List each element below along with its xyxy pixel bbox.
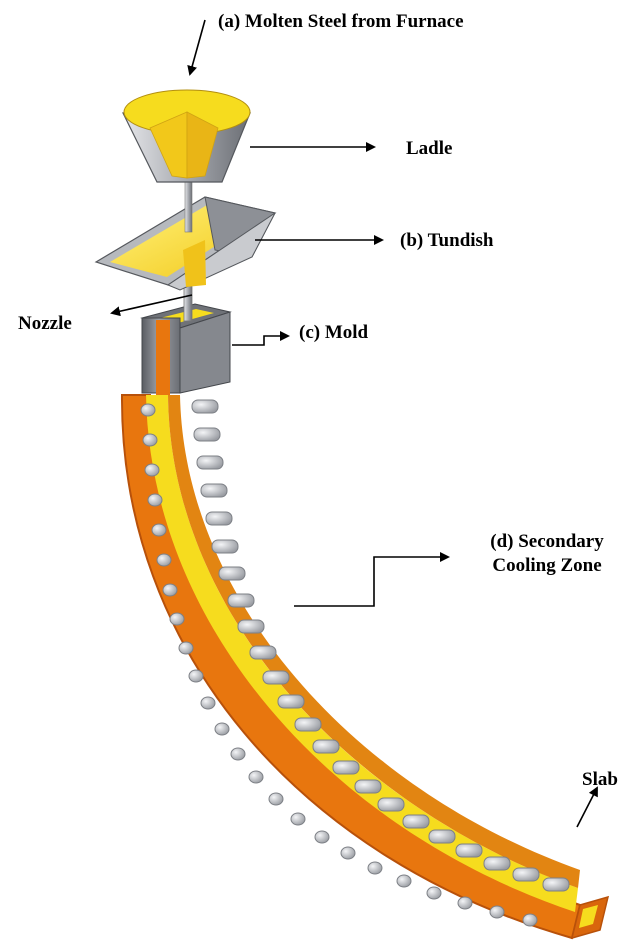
roller <box>163 584 177 596</box>
mold-arrow <box>232 336 288 345</box>
roller <box>179 642 193 654</box>
roller <box>295 718 321 731</box>
secondary-cooling-arrow <box>294 557 448 606</box>
molten-steel-arrow <box>190 20 205 74</box>
molten-steel-label: (a) Molten Steel from Furnace <box>218 10 464 34</box>
roller <box>427 887 441 899</box>
roller <box>456 844 482 857</box>
roller <box>212 540 238 553</box>
ladle-label: Ladle <box>406 137 452 161</box>
roller <box>397 875 411 887</box>
roller <box>355 780 381 793</box>
roller <box>141 404 155 416</box>
roller <box>263 671 289 684</box>
mold-label: (c) Mold <box>299 321 368 345</box>
roller <box>157 554 171 566</box>
ladle <box>123 90 250 182</box>
roller <box>219 567 245 580</box>
roller <box>313 740 339 753</box>
strand <box>122 395 608 938</box>
roller <box>378 798 404 811</box>
roller <box>145 464 159 476</box>
ladle-stream <box>185 182 192 232</box>
secondary-cooling-line2: Cooling Zone <box>467 554 627 578</box>
roller <box>189 670 203 682</box>
roller <box>403 815 429 828</box>
roller <box>228 594 254 607</box>
slab-arrow <box>577 788 597 827</box>
roller <box>269 793 283 805</box>
roller <box>250 646 276 659</box>
roller <box>170 613 184 625</box>
roller <box>148 494 162 506</box>
secondary-cooling-line1: (d) Secondary <box>467 530 627 554</box>
roller <box>458 897 472 909</box>
roller <box>192 400 218 413</box>
roller <box>490 906 504 918</box>
roller <box>201 484 227 497</box>
roller <box>523 914 537 926</box>
roller <box>543 878 569 891</box>
roller <box>206 512 232 525</box>
tundish-label: (b) Tundish <box>400 229 494 253</box>
nozzle-label: Nozzle <box>18 312 72 336</box>
roller <box>215 723 229 735</box>
secondary-cooling-label: (d) Secondary Cooling Zone <box>467 530 627 578</box>
roller <box>249 771 263 783</box>
roller <box>197 456 223 469</box>
roller <box>152 524 166 536</box>
roller <box>368 862 382 874</box>
roller <box>194 428 220 441</box>
roller <box>341 847 355 859</box>
roller <box>201 697 215 709</box>
roller <box>315 831 329 843</box>
roller <box>513 868 539 881</box>
roller <box>484 857 510 870</box>
roller <box>143 434 157 446</box>
roller <box>231 748 245 760</box>
roller <box>333 761 359 774</box>
slab-label: Slab <box>582 768 618 792</box>
roller <box>291 813 305 825</box>
roller <box>278 695 304 708</box>
roller <box>429 830 455 843</box>
roller <box>238 620 264 633</box>
